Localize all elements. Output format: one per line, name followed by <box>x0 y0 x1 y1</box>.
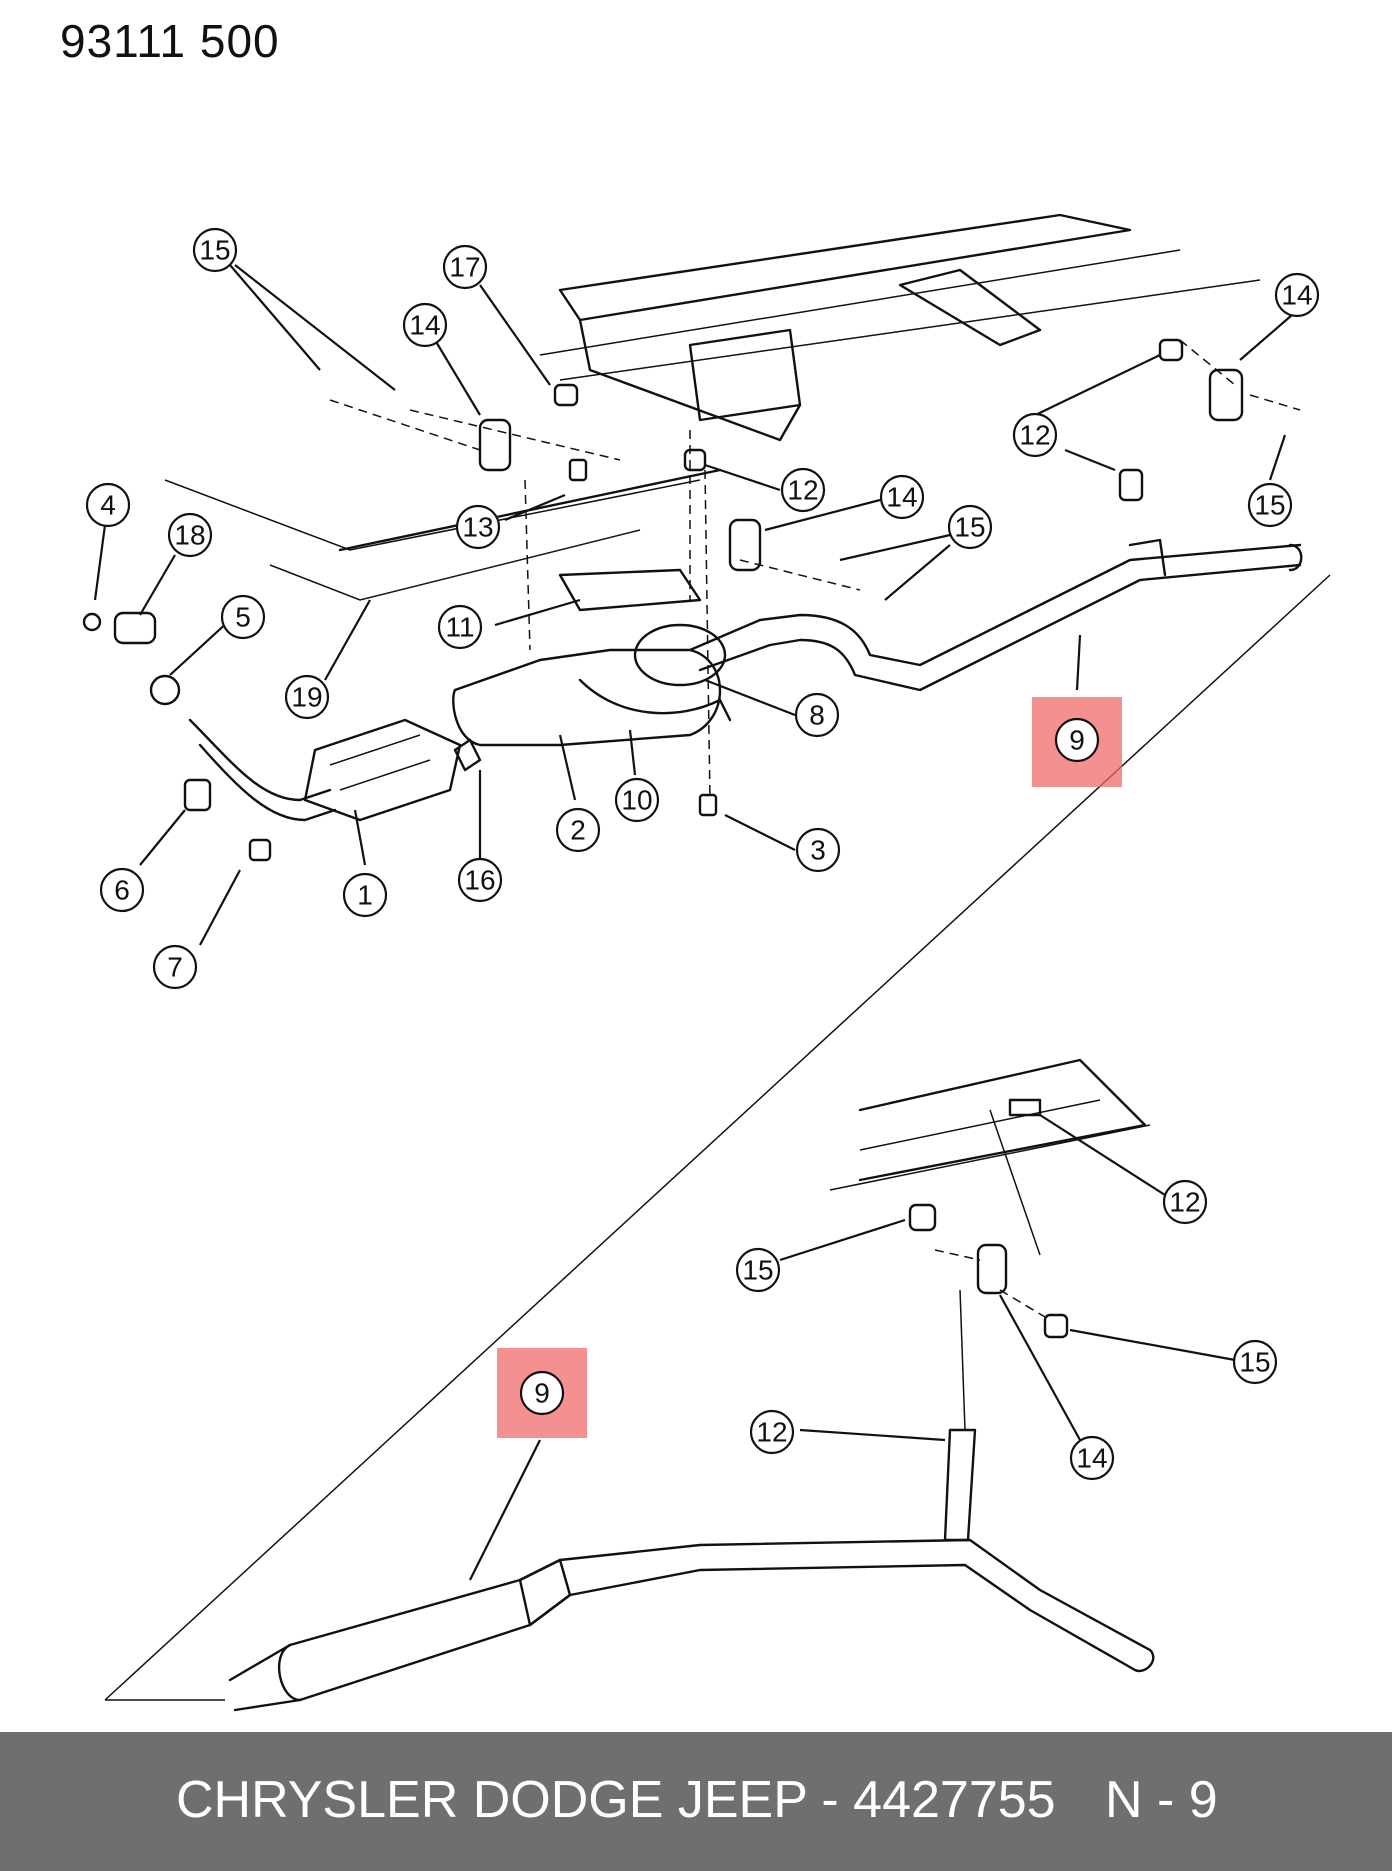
callout-label: 8 <box>809 700 825 731</box>
exhaust-assembly-upper <box>82 338 1303 862</box>
callout-label: 2 <box>570 815 586 846</box>
callout-label: 15 <box>742 1255 773 1286</box>
detail-view-lower <box>228 1058 1155 1712</box>
callout-19: 19 <box>284 674 330 720</box>
callout-9: 9 <box>519 1370 565 1416</box>
callout-18: 18 <box>167 512 213 558</box>
callout-13: 13 <box>455 504 501 550</box>
callout-label: 12 <box>1019 420 1050 451</box>
callout-15: 15 <box>1232 1339 1278 1385</box>
callout-11: 11 <box>437 604 483 650</box>
callout-label: 14 <box>409 310 440 341</box>
callout-1: 1 <box>342 872 388 918</box>
callout-17: 17 <box>442 244 488 290</box>
callout-label: 4 <box>100 490 116 521</box>
callout-14: 14 <box>1069 1435 1115 1481</box>
callout-label: 14 <box>1281 280 1312 311</box>
callout-5: 5 <box>220 594 266 640</box>
callout-15: 15 <box>947 504 993 550</box>
callout-label: 3 <box>810 835 826 866</box>
callout-label: 15 <box>954 512 985 543</box>
callout-12: 12 <box>1012 412 1058 458</box>
callout-8: 8 <box>794 692 840 738</box>
callout-4: 4 <box>85 482 131 528</box>
page-reference: N - 9 <box>1105 1771 1218 1829</box>
callout-2: 2 <box>555 807 601 853</box>
callout-label: 17 <box>449 252 480 283</box>
callout-15: 15 <box>735 1247 781 1293</box>
callout-label: 15 <box>199 235 230 266</box>
leader-lines <box>93 264 1293 1581</box>
callout-label: 11 <box>445 612 474 643</box>
callouts: 15 17 14 14 12 15 4 18 13 12 14 15 5 11 … <box>85 227 1320 1481</box>
callout-label: 6 <box>114 875 130 906</box>
detail-projection-lines <box>104 574 1331 1701</box>
callout-label: 12 <box>787 475 818 506</box>
callout-12: 12 <box>1162 1179 1208 1225</box>
callout-12: 12 <box>749 1409 795 1455</box>
callout-14: 14 <box>1274 272 1320 318</box>
callout-label: 13 <box>462 512 493 543</box>
callout-7: 7 <box>152 944 198 990</box>
figure-code: 93111 500 <box>60 15 280 67</box>
callout-label: 18 <box>174 520 205 551</box>
callout-label: 9 <box>534 1378 550 1409</box>
footer-bar: CHRYSLER DODGE JEEP - 4427755 N - 9 <box>0 1732 1392 1871</box>
callout-16: 16 <box>457 857 503 903</box>
callout-label: 19 <box>291 682 322 713</box>
callout-label: 14 <box>1076 1443 1107 1474</box>
callout-15: 15 <box>192 227 238 273</box>
callout-12: 12 <box>780 467 826 513</box>
callout-label: 5 <box>235 602 251 633</box>
exhaust-system-diagram: 15 17 14 14 12 15 4 18 13 12 14 15 5 11 … <box>82 213 1331 1712</box>
callout-label: 12 <box>1169 1187 1200 1218</box>
callout-label: 15 <box>1254 490 1285 521</box>
callout-9: 9 <box>1054 717 1100 763</box>
callout-label: 16 <box>464 865 495 896</box>
callout-6: 6 <box>99 867 145 913</box>
frame-rail-upper <box>164 213 1261 601</box>
callout-label: 14 <box>886 482 917 513</box>
callout-label: 10 <box>621 785 652 816</box>
callout-14: 14 <box>879 474 925 520</box>
part-number-label: CHRYSLER DODGE JEEP - 4427755 <box>176 1771 1056 1829</box>
callout-label: 7 <box>167 952 183 983</box>
callout-3: 3 <box>795 827 841 873</box>
callout-label: 1 <box>357 880 373 911</box>
callout-10: 10 <box>614 777 660 823</box>
callout-label: 9 <box>1069 725 1085 756</box>
callout-label: 12 <box>756 1417 787 1448</box>
callout-14: 14 <box>402 302 448 348</box>
callout-15: 15 <box>1247 482 1293 528</box>
callout-label: 15 <box>1239 1347 1270 1378</box>
